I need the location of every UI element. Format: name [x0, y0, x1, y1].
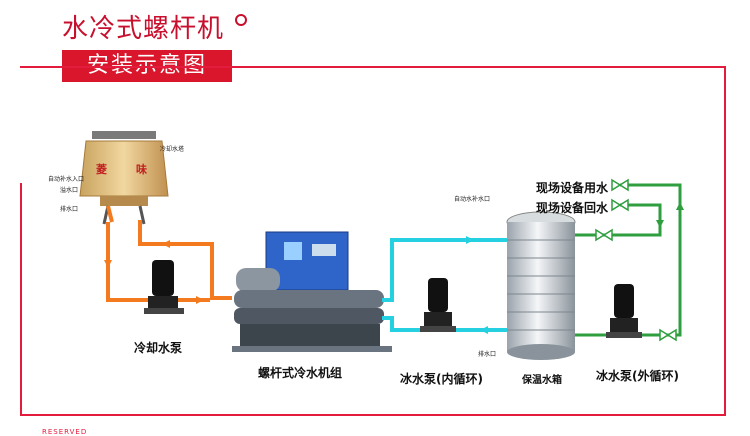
tank-label: 保温水箱 [522, 375, 562, 386]
site-use-label: 现场设备用水 [536, 181, 609, 195]
diagram-title: 水冷式螺杆机 [62, 14, 225, 44]
cooling-pump-label: 冷却水泵 [134, 341, 183, 355]
flow-arrow-down [104, 260, 112, 268]
site-arrow-down [656, 220, 664, 228]
inner-pump-label: 冰水泵(内循环) [400, 372, 483, 386]
cooling-pump [144, 260, 184, 314]
tower-brand-right: 味 [136, 163, 147, 176]
site-return-label: 现场设备回水 [536, 201, 609, 215]
valves [595, 178, 677, 342]
site-arrow-up [676, 202, 684, 210]
outer-pump-label: 冰水泵(外循环) [596, 369, 679, 383]
tower-label: 冷却水塔 [160, 146, 185, 153]
chilled-arrow-left [480, 326, 488, 334]
cooling-tower [79, 131, 169, 225]
outer-circulation-pump [606, 284, 642, 338]
inner-circulation-pump [420, 278, 456, 332]
auto-fill-label: 自动水补水口 [454, 196, 491, 203]
flow-arrow-left [162, 240, 170, 248]
drain-outlet-label: 排水口 [478, 351, 497, 358]
frame-border [20, 66, 726, 416]
title-ring-icon [235, 14, 247, 26]
tower-drain: 排水口 [60, 206, 79, 213]
footer-mark: RESERVED [42, 428, 88, 436]
tower-brand-left: 菱 [96, 163, 107, 176]
diagram-subtitle: 安装示意图 [62, 50, 232, 82]
tower-overflow: 溢水口 [60, 187, 79, 194]
tower-auto-inlet: 自动补水入口 [48, 176, 85, 183]
frame-left-border [20, 183, 22, 416]
chilled-arrow-right [466, 236, 474, 244]
flow-arrow-right [196, 296, 204, 304]
screw-chiller-unit [232, 231, 392, 352]
insulated-water-tank [506, 211, 576, 360]
chiller-label: 螺杆式冷水机组 [258, 366, 343, 380]
